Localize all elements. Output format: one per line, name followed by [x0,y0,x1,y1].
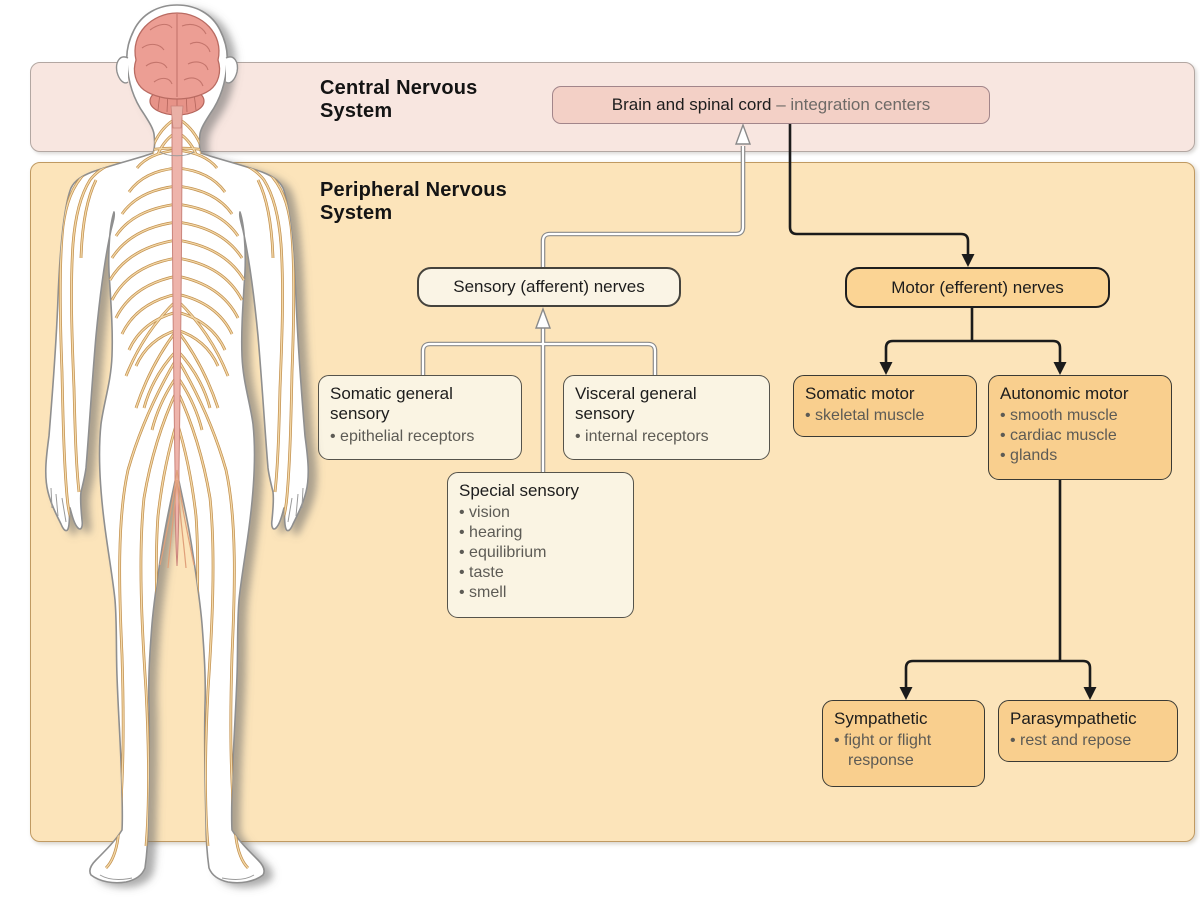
motor-pathways [788,121,1097,700]
node-title: Special sensory [459,481,580,500]
bullet-list: smooth muscle cardiac muscle glands [1000,406,1160,466]
bullet-list: rest and repose [1010,731,1166,751]
node-brain-spinal-cord: Brain and spinal cord – integration cent… [552,86,990,124]
bullet-item: skeletal muscle [805,406,965,426]
bullet-item: epithelial receptors [330,427,510,447]
node-somatic-motor: Somatic motor skeletal muscle [793,375,977,437]
bullet-item: taste [459,563,622,583]
node-special-sensory: Special sensory vision hearing equilibri… [447,472,634,618]
solid-arrow-down-icon [961,254,975,267]
node-motor-nerves: Motor (efferent) nerves [845,267,1110,308]
bullet-item: vision [459,503,622,523]
solid-arrow-down-icon [1053,362,1067,375]
node-parasympathetic: Parasympathetic rest and repose [998,700,1178,762]
brain-node-title: Brain and spinal cord [611,95,772,114]
bullet-item: equilibrium [459,543,622,563]
open-arrow-up-icon [534,306,552,329]
bullet-item: smell [459,583,622,603]
bullet-item: internal receptors [575,427,758,447]
bullet-item: smooth muscle [1000,406,1160,426]
solid-arrow-down-icon [879,362,893,375]
bullet-item: hearing [459,523,622,543]
bullet-item: cardiac muscle [1000,426,1160,446]
bullet-list: skeletal muscle [805,406,965,426]
node-sensory-nerves: Sensory (afferent) nerves [417,267,681,307]
bullet-item: fight or flight response [834,731,973,771]
bullet-list: fight or flight response [834,731,973,771]
open-arrow-up-icon [734,122,752,145]
cns-title: Central Nervous System [320,77,478,123]
node-visceral-general-sensory: Visceral general sensory internal recept… [563,375,770,460]
node-title: Somatic general sensory [330,384,453,424]
node-somatic-general-sensory: Somatic general sensory epithelial recep… [318,375,522,460]
solid-arrow-down-icon [899,687,913,700]
bullet-item: glands [1000,446,1160,466]
sensory-pathways [423,122,752,474]
node-title: Visceral general sensory [575,384,697,424]
bullet-item: rest and repose [1010,731,1166,751]
bullet-list: internal receptors [575,427,758,447]
node-title: Sympathetic [834,709,928,728]
motor-node-label: Motor (efferent) nerves [891,277,1064,297]
node-sympathetic: Sympathetic fight or flight response [822,700,985,787]
bullet-list: epithelial receptors [330,427,510,447]
node-autonomic-motor: Autonomic motor smooth muscle cardiac mu… [988,375,1172,480]
solid-arrow-down-icon [1083,687,1097,700]
bullet-list: vision hearing equilibrium taste smell [459,503,622,603]
node-title: Parasympathetic [1010,709,1137,728]
sensory-node-label: Sensory (afferent) nerves [453,277,645,296]
node-title: Autonomic motor [1000,384,1129,403]
brain-node-subtitle: – integration centers [776,95,931,114]
pns-title: Peripheral Nervous System [320,179,508,225]
node-title: Somatic motor [805,384,915,403]
